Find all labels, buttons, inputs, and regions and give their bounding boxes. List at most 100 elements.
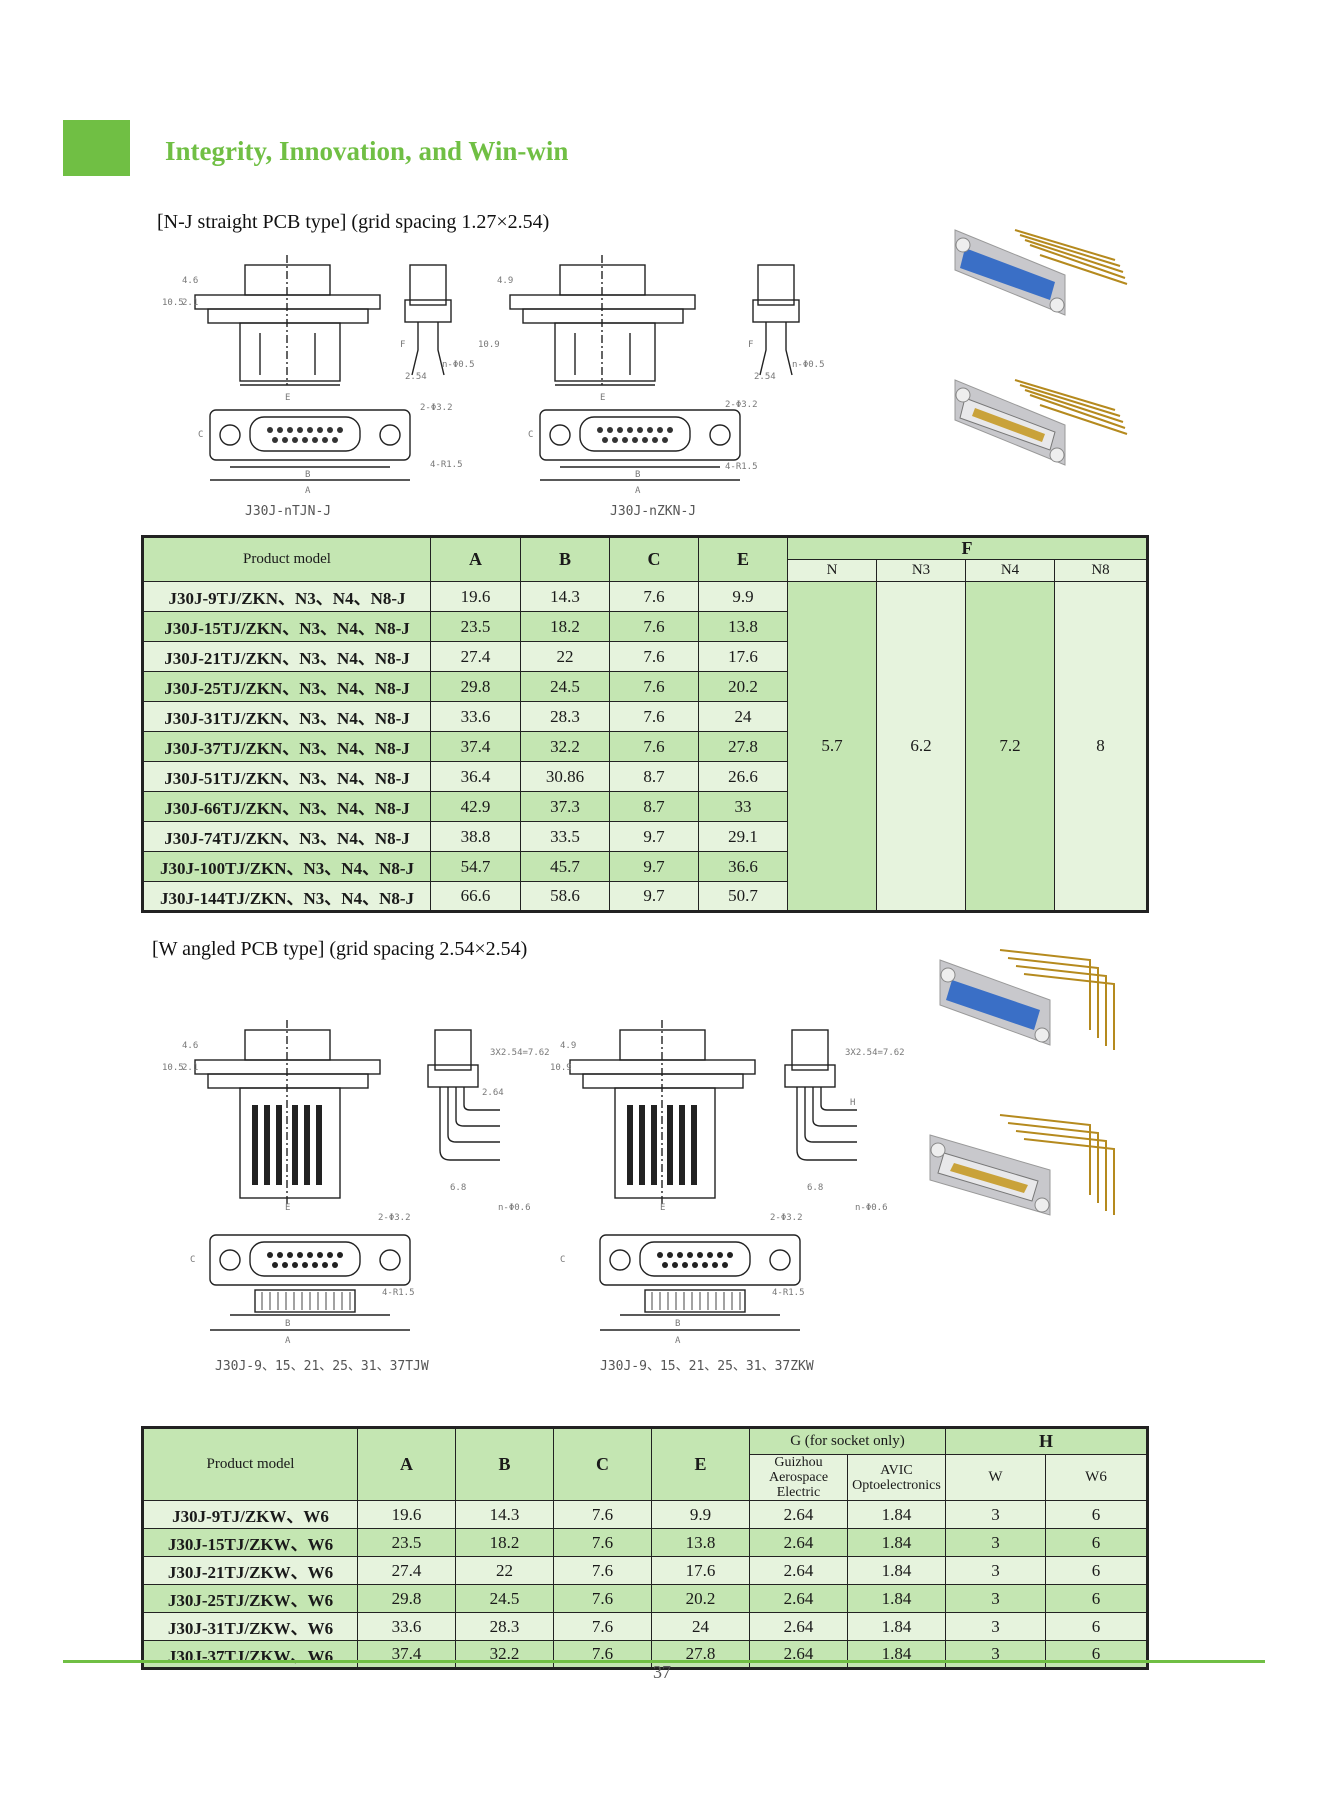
dim2-3x254-left: 3X2.54=7.62 bbox=[490, 1048, 550, 1058]
cell-e: 13.8 bbox=[651, 1528, 750, 1557]
cell-e: 27.8 bbox=[698, 731, 788, 762]
cell-c: 8.7 bbox=[609, 761, 699, 792]
cell-c: 7.6 bbox=[609, 611, 699, 642]
cell-b: 24.5 bbox=[520, 671, 610, 702]
cell-model: J30J-15TJ/ZKN、N3、N4、N8-J bbox=[142, 611, 431, 642]
dim-f-right: F bbox=[748, 340, 753, 350]
connector-image-socket-angled bbox=[929, 1114, 1115, 1216]
cell-h-w: 3 bbox=[945, 1528, 1046, 1557]
table-row: J30J-21TJ/ZKW、W6 27.4 22 7.6 17.6 2.64 1… bbox=[142, 1556, 1149, 1585]
cell-model: J30J-100TJ/ZKN、N3、N4、N8-J bbox=[142, 851, 431, 882]
cell-g-guizhou: 2.64 bbox=[749, 1528, 848, 1557]
dim-2-54-left: 2.54 bbox=[405, 372, 427, 382]
header-product-model: Product model bbox=[142, 536, 431, 582]
dim2-2phi32-right: 2-Φ3.2 bbox=[770, 1213, 803, 1223]
cell-b: 32.2 bbox=[455, 1640, 554, 1669]
dim2-6-8-right: 6.8 bbox=[807, 1183, 823, 1193]
cell-b: 45.7 bbox=[520, 851, 610, 882]
cell-h-w6: 6 bbox=[1044, 1640, 1149, 1669]
cell-model: J30J-25TJ/ZKW、W6 bbox=[142, 1584, 358, 1613]
header-f-n8: N8 bbox=[1054, 559, 1148, 582]
dim-10-5-left: 10.5 bbox=[162, 298, 184, 308]
header2-e: E bbox=[651, 1427, 750, 1501]
cell-a: 66.6 bbox=[430, 881, 521, 912]
cell-f-n: 5.7 bbox=[787, 581, 877, 912]
header-b: B bbox=[520, 536, 610, 582]
dim-a-right: A bbox=[635, 486, 641, 496]
cell-a: 38.8 bbox=[430, 821, 521, 852]
cell-b: 37.3 bbox=[520, 791, 610, 822]
header2-h-w6: W6 bbox=[1044, 1454, 1149, 1501]
cell-b: 33.5 bbox=[520, 821, 610, 852]
cell-c: 7.6 bbox=[553, 1556, 652, 1585]
cell-a: 29.8 bbox=[430, 671, 521, 702]
cell-e: 24 bbox=[651, 1612, 750, 1641]
table-nj-straight-pcb: Product model A B C E F N N3 N4 N8 J30J-… bbox=[141, 535, 1149, 913]
cell-model: J30J-37TJ/ZKW、W6 bbox=[142, 1640, 358, 1669]
section1-title: [N-J straight PCB type] (grid spacing 1.… bbox=[157, 211, 550, 233]
section2-technical-drawing: 10.5 4.6 2.1 E 2.64 3X2.54=7.62 6.8 n-Φ0… bbox=[162, 1020, 905, 1374]
table-row: J30J-9TJ/ZKW、W6 19.6 14.3 7.6 9.9 2.64 1… bbox=[142, 1500, 1149, 1529]
header2-g-guizhou: Guizhou Aerospace Electric bbox=[749, 1454, 848, 1501]
cell-e: 26.6 bbox=[698, 761, 788, 792]
footer-divider bbox=[63, 1660, 1265, 1663]
dim2-a-left: A bbox=[285, 1336, 291, 1346]
cell-b: 18.2 bbox=[455, 1528, 554, 1557]
dim-c-left: C bbox=[198, 430, 203, 440]
cell-a: 36.4 bbox=[430, 761, 521, 792]
cell-e: 9.9 bbox=[651, 1500, 750, 1529]
dim-phi05-right: n-Φ0.5 bbox=[792, 360, 825, 370]
dim-2phi32-left: 2-Φ3.2 bbox=[420, 403, 453, 413]
cell-model: J30J-144TJ/ZKN、N3、N4、N8-J bbox=[142, 881, 431, 912]
cell-model: J30J-66TJ/ZKN、N3、N4、N8-J bbox=[142, 791, 431, 822]
cell-g-guizhou: 2.64 bbox=[749, 1556, 848, 1585]
header2-b: B bbox=[455, 1427, 554, 1501]
header-green-block bbox=[63, 120, 130, 176]
cell-g-guizhou: 2.64 bbox=[749, 1640, 848, 1669]
header-f-n: N bbox=[787, 559, 877, 582]
dim2-4-9-right: 4.9 bbox=[560, 1041, 576, 1051]
cell-h-w: 3 bbox=[945, 1612, 1046, 1641]
cell-a: 19.6 bbox=[430, 581, 521, 612]
cell-e: 17.6 bbox=[651, 1556, 750, 1585]
page-header-title: Integrity, Innovation, and Win-win bbox=[165, 136, 569, 166]
cell-model: J30J-15TJ/ZKW、W6 bbox=[142, 1528, 358, 1557]
dim-4-6-left: 4.6 bbox=[182, 276, 198, 286]
dim-4-9-right: 4.9 bbox=[497, 276, 513, 286]
cell-a: 27.4 bbox=[357, 1556, 456, 1585]
cell-a: 27.4 bbox=[430, 641, 521, 672]
dim-2-54-right: 2.54 bbox=[754, 372, 776, 382]
cell-g-avic: 1.84 bbox=[847, 1640, 946, 1669]
cell-model: J30J-25TJ/ZKN、N3、N4、N8-J bbox=[142, 671, 431, 702]
header-f-n3: N3 bbox=[876, 559, 966, 582]
dim2-4-6-left: 4.6 bbox=[182, 1041, 198, 1051]
cell-model: J30J-51TJ/ZKN、N3、N4、N8-J bbox=[142, 761, 431, 792]
dim2-b-left: B bbox=[285, 1319, 290, 1329]
dim2-phi06-right: n-Φ0.6 bbox=[855, 1203, 888, 1213]
cell-e: 27.8 bbox=[651, 1640, 750, 1669]
cell-h-w6: 6 bbox=[1044, 1584, 1149, 1613]
dim2-c-left: C bbox=[190, 1255, 195, 1265]
header2-product-model: Product model bbox=[142, 1427, 358, 1501]
cell-c: 7.6 bbox=[609, 701, 699, 732]
cell-c: 9.7 bbox=[609, 821, 699, 852]
header-f-n4: N4 bbox=[965, 559, 1055, 582]
cell-model: J30J-31TJ/ZKW、W6 bbox=[142, 1612, 358, 1641]
cell-a: 33.6 bbox=[357, 1612, 456, 1641]
cell-c: 7.6 bbox=[553, 1612, 652, 1641]
dim2-b-right: B bbox=[675, 1319, 680, 1329]
cell-e: 13.8 bbox=[698, 611, 788, 642]
cell-model: J30J-21TJ/ZKW、W6 bbox=[142, 1556, 358, 1585]
cell-g-avic: 1.84 bbox=[847, 1584, 946, 1613]
dim-c-right: C bbox=[528, 430, 533, 440]
section2-title: [W angled PCB type] (grid spacing 2.54×2… bbox=[152, 938, 528, 960]
cell-b: 58.6 bbox=[520, 881, 610, 912]
cell-b: 14.3 bbox=[520, 581, 610, 612]
cell-a: 29.8 bbox=[357, 1584, 456, 1613]
header-f: F bbox=[787, 536, 1148, 560]
cell-c: 7.6 bbox=[553, 1500, 652, 1529]
cell-b: 30.86 bbox=[520, 761, 610, 792]
cell-e: 20.2 bbox=[698, 671, 788, 702]
dim-b-right: B bbox=[635, 470, 640, 480]
cell-h-w: 3 bbox=[945, 1584, 1046, 1613]
